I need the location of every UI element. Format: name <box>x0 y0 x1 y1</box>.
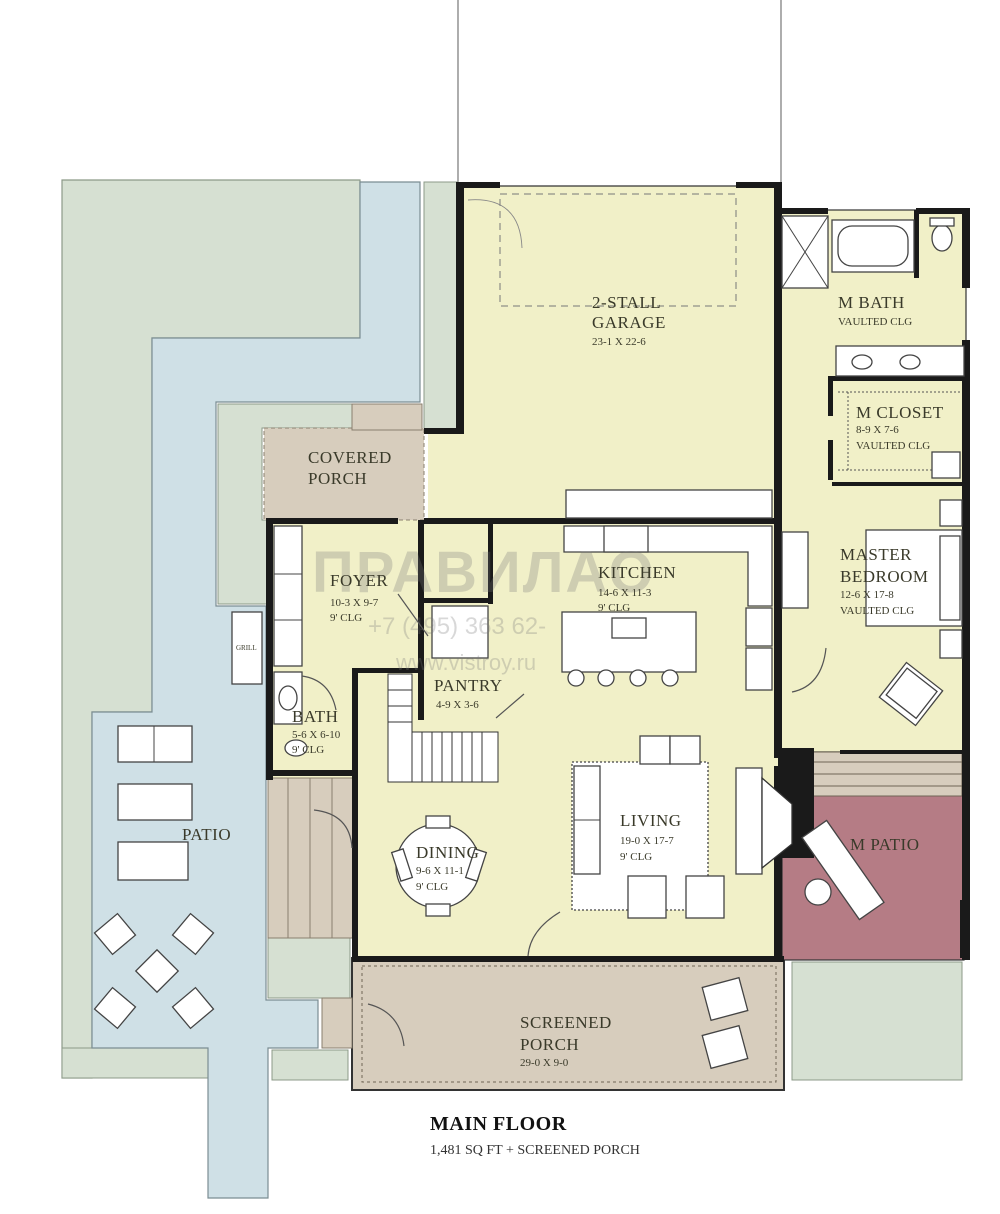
bath-name: BATH <box>292 707 338 726</box>
master-bedroom-ceiling: VAULTED CLG <box>840 605 914 617</box>
dining-name: DINING <box>416 843 479 862</box>
m-patio-name: M PATIO <box>850 835 919 854</box>
m-bath-name: M BATH <box>838 293 905 312</box>
m-closet-name: M CLOSET <box>856 403 944 422</box>
lawn-lower-left <box>61 1047 209 1079</box>
west-steps <box>267 777 355 939</box>
foyer-name: FOYER <box>330 571 388 590</box>
master-bedroom-dims: 12-6 X 17-8 <box>840 589 894 601</box>
living-furniture <box>571 735 793 919</box>
screened-porch-name-1: SCREENED <box>520 1013 612 1032</box>
m-patio-furniture <box>801 819 885 921</box>
m-bath-ceiling: VAULTED CLG <box>838 316 912 328</box>
master-wing <box>779 209 967 753</box>
stairs <box>387 673 499 783</box>
m-closet-ceiling: VAULTED CLG <box>856 440 930 452</box>
pantry-name: PANTRY <box>434 676 503 695</box>
dining-dims: 9-6 X 11-1 <box>416 865 464 877</box>
kitchen-fixtures <box>561 525 773 691</box>
watermark-phone: +7 (495) 363 62- <box>368 613 546 640</box>
m-closet-dims: 8-9 X 7-6 <box>856 424 899 436</box>
room-labels: 2-STALL GARAGE 23-1 X 22-6 M BATH VAULTE… <box>182 293 944 1069</box>
kitchen-ceiling: 9' CLG <box>598 602 630 614</box>
walls <box>266 182 970 962</box>
pantry-dims: 4-9 X 3-6 <box>436 699 479 711</box>
dining-ceiling: 9' CLG <box>416 881 448 893</box>
garage-dims: 23-1 X 22-6 <box>592 336 646 348</box>
garage-name-2: GARAGE <box>592 313 666 332</box>
closet-rods <box>838 391 962 479</box>
screened-porch-dims: 29-0 X 9-0 <box>520 1057 569 1069</box>
garage-name-1: 2-STALL <box>592 293 661 312</box>
covered-porch-steps <box>351 403 423 431</box>
bath-fixtures <box>273 671 308 757</box>
grill-label: GRILL <box>236 644 257 652</box>
covered-porch-area <box>263 427 425 521</box>
foyer-closet <box>273 525 489 667</box>
title-main: MAIN FLOOR <box>430 1113 567 1135</box>
living-name: LIVING <box>620 811 682 830</box>
patio-furniture <box>93 611 263 1030</box>
foyer-dims: 10-3 X 9-7 <box>330 597 379 609</box>
lawn-right <box>791 961 963 1081</box>
covered-porch-name-1: COVERED <box>308 448 392 467</box>
covered-porch-name-2: PORCH <box>308 469 367 488</box>
watermark: ПРАВИЛАО +7 (495) 363 62- www.vistroy.ru <box>312 540 656 675</box>
dining-furniture <box>390 815 488 917</box>
driveway <box>457 0 782 184</box>
title-sub: 1,481 SQ FT + SCREENED PORCH <box>430 1143 640 1158</box>
plan-title: MAIN FLOOR 1,481 SQ FT + SCREENED PORCH <box>430 1113 640 1158</box>
master-bath-fixtures <box>781 215 965 377</box>
lawn-lower-mid <box>267 937 351 999</box>
porch-chairs <box>701 976 749 1070</box>
master-bedroom-name-1: MASTER <box>840 545 912 564</box>
kitchen-dims: 14-6 X 11-3 <box>598 587 652 599</box>
lawn-top-strip <box>423 181 459 433</box>
living-ceiling: 9' CLG <box>620 851 652 863</box>
watermark-brand: ПРАВИЛАО <box>312 540 656 605</box>
living-dims: 19-0 X 17-7 <box>620 835 674 847</box>
door-swings <box>301 593 827 1047</box>
kitchen-name: KITCHEN <box>598 563 676 582</box>
master-bedroom-name-2: BEDROOM <box>840 567 929 586</box>
patio-name: PATIO <box>182 825 231 844</box>
watermark-url: www.vistroy.ru <box>395 650 536 675</box>
screened-porch-name-2: PORCH <box>520 1035 579 1054</box>
garage-counter <box>565 489 773 519</box>
master-bedroom-furniture <box>781 499 963 727</box>
foyer-ceiling: 9' CLG <box>330 612 362 624</box>
walkway <box>91 181 421 1199</box>
lawn-bottom-mid <box>271 1049 349 1081</box>
bath-ceiling: 9' CLG <box>292 744 324 756</box>
bath-dims: 5-6 X 6-10 <box>292 729 341 741</box>
